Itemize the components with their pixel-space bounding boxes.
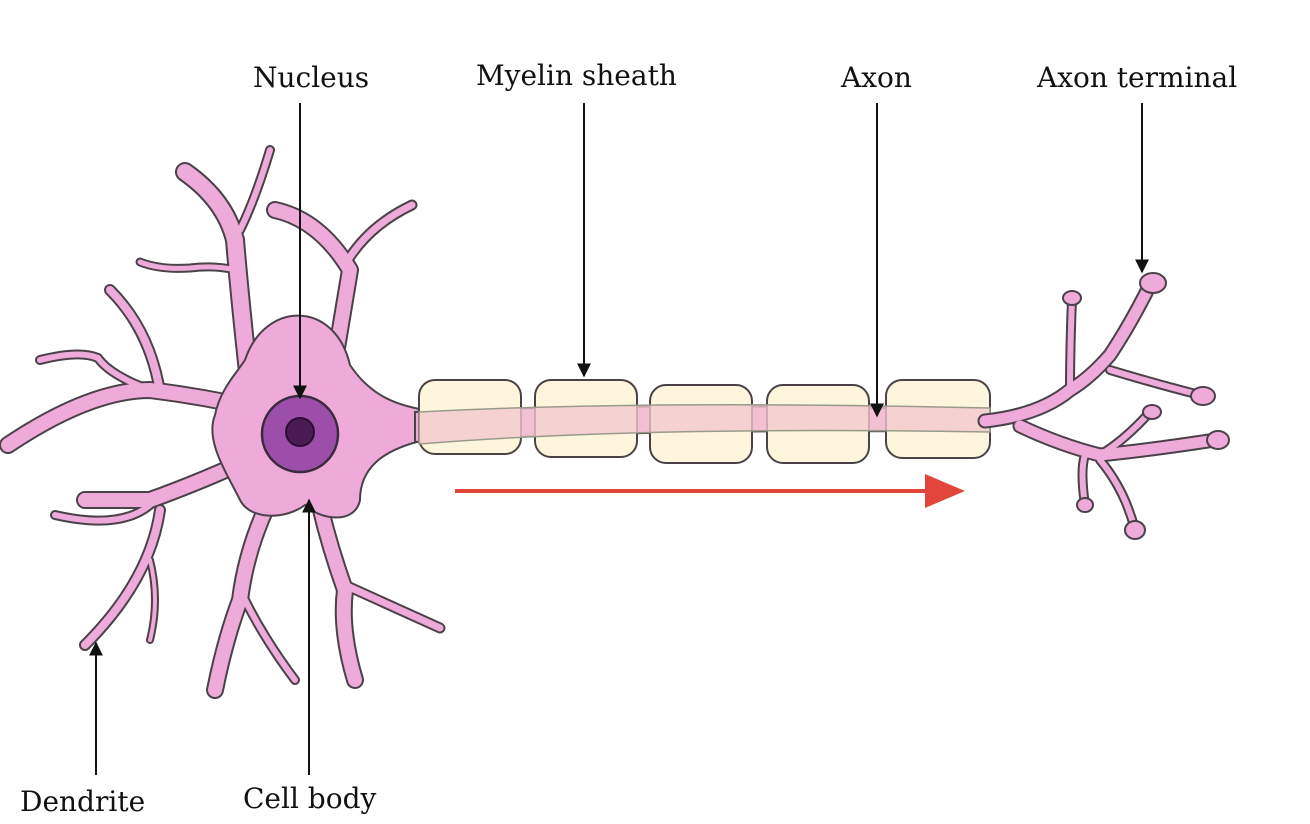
nucleolus-shape bbox=[285, 417, 315, 447]
axon-core bbox=[418, 404, 991, 445]
nucleus-label: Nucleus bbox=[253, 61, 370, 94]
axon-terminal-branches bbox=[977, 272, 1230, 540]
myelin-sheath-label: Myelin sheath bbox=[476, 59, 677, 92]
axon-label: Axon bbox=[841, 61, 912, 94]
cell-body-label: Cell body bbox=[243, 782, 377, 815]
signal-direction-arrow bbox=[455, 474, 965, 508]
axon-terminal-label: Axon terminal bbox=[1037, 61, 1238, 94]
dendrite-label: Dendrite bbox=[20, 785, 146, 818]
pointer-lines bbox=[89, 103, 1149, 775]
dendrites bbox=[0, 145, 446, 699]
